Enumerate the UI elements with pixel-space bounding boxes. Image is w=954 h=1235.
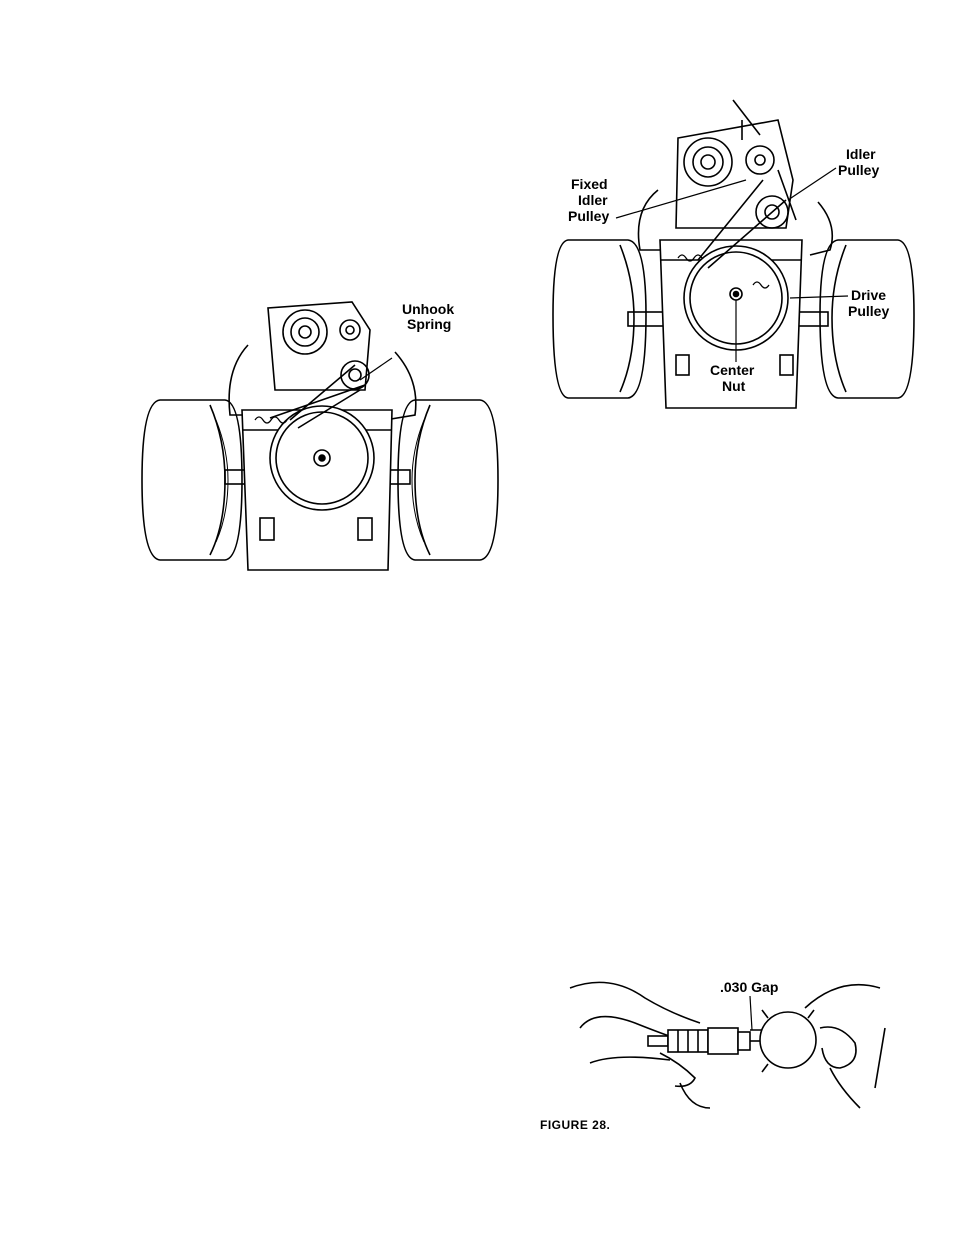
label-idler-pulley-line1: Idler [846, 147, 876, 162]
label-idler-pulley-line2: Pulley [838, 163, 879, 178]
label-drive-pulley-line2: Pulley [848, 304, 889, 319]
figure-pulleys: Fixed Idler Pulley Idler Pulley Drive Pu… [548, 100, 933, 412]
label-gap: .030 Gap [720, 980, 778, 995]
snowthrower-underside-drawing [130, 290, 510, 575]
label-center: Center [710, 363, 754, 378]
figure-caption: FIGURE 28. [540, 1118, 610, 1132]
label-pulley: Pulley [568, 209, 609, 224]
spark-plug-gap-drawing [540, 968, 890, 1108]
label-fixed: Fixed [571, 177, 608, 192]
label-nut: Nut [722, 379, 745, 394]
label-drive-pulley-line1: Drive [851, 288, 886, 303]
label-idler: Idler [578, 193, 608, 208]
figure-spark-plug-gap: .030 Gap FIGURE 28. [540, 968, 890, 1133]
figure-unhook-spring: Unhook Spring [130, 290, 510, 575]
label-spring: Spring [407, 317, 451, 332]
label-unhook: Unhook [402, 302, 454, 317]
